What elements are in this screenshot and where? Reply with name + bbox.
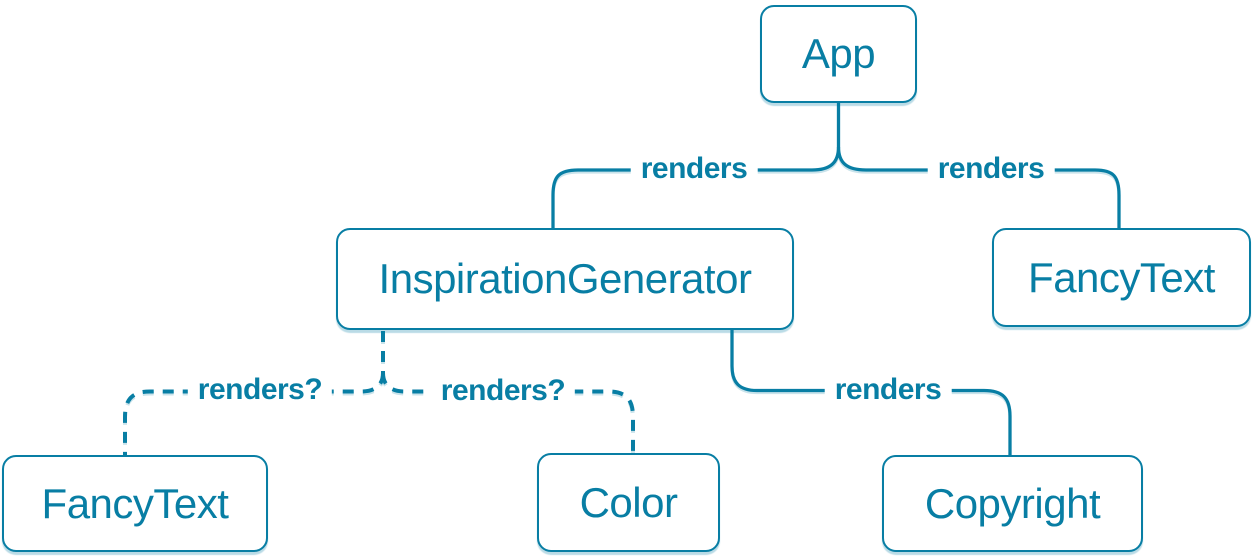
node-fancy-text-bottom: FancyText [2,455,268,552]
node-fancy-text-top: FancyText [992,228,1251,327]
node-inspiration-generator: InspirationGenerator [336,228,794,330]
edge-label-renders-app-right: renders [927,151,1055,187]
node-color: Color [537,453,720,552]
edge-label-renders-copyright: renders [824,372,952,408]
edge-label-renders-question-left: renders? [187,372,333,408]
edge-inspiration-generator-fancy-text-dashed [123,372,385,455]
edge-label-renders-question-right: renders? [430,373,576,409]
node-copyright: Copyright [882,455,1143,552]
edge-app-fancy-text [836,146,1121,228]
edge-label-renders-app-left: renders [630,151,758,187]
node-app: App [760,5,917,103]
edge-inspiration-generator-color-dashed [381,372,635,453]
